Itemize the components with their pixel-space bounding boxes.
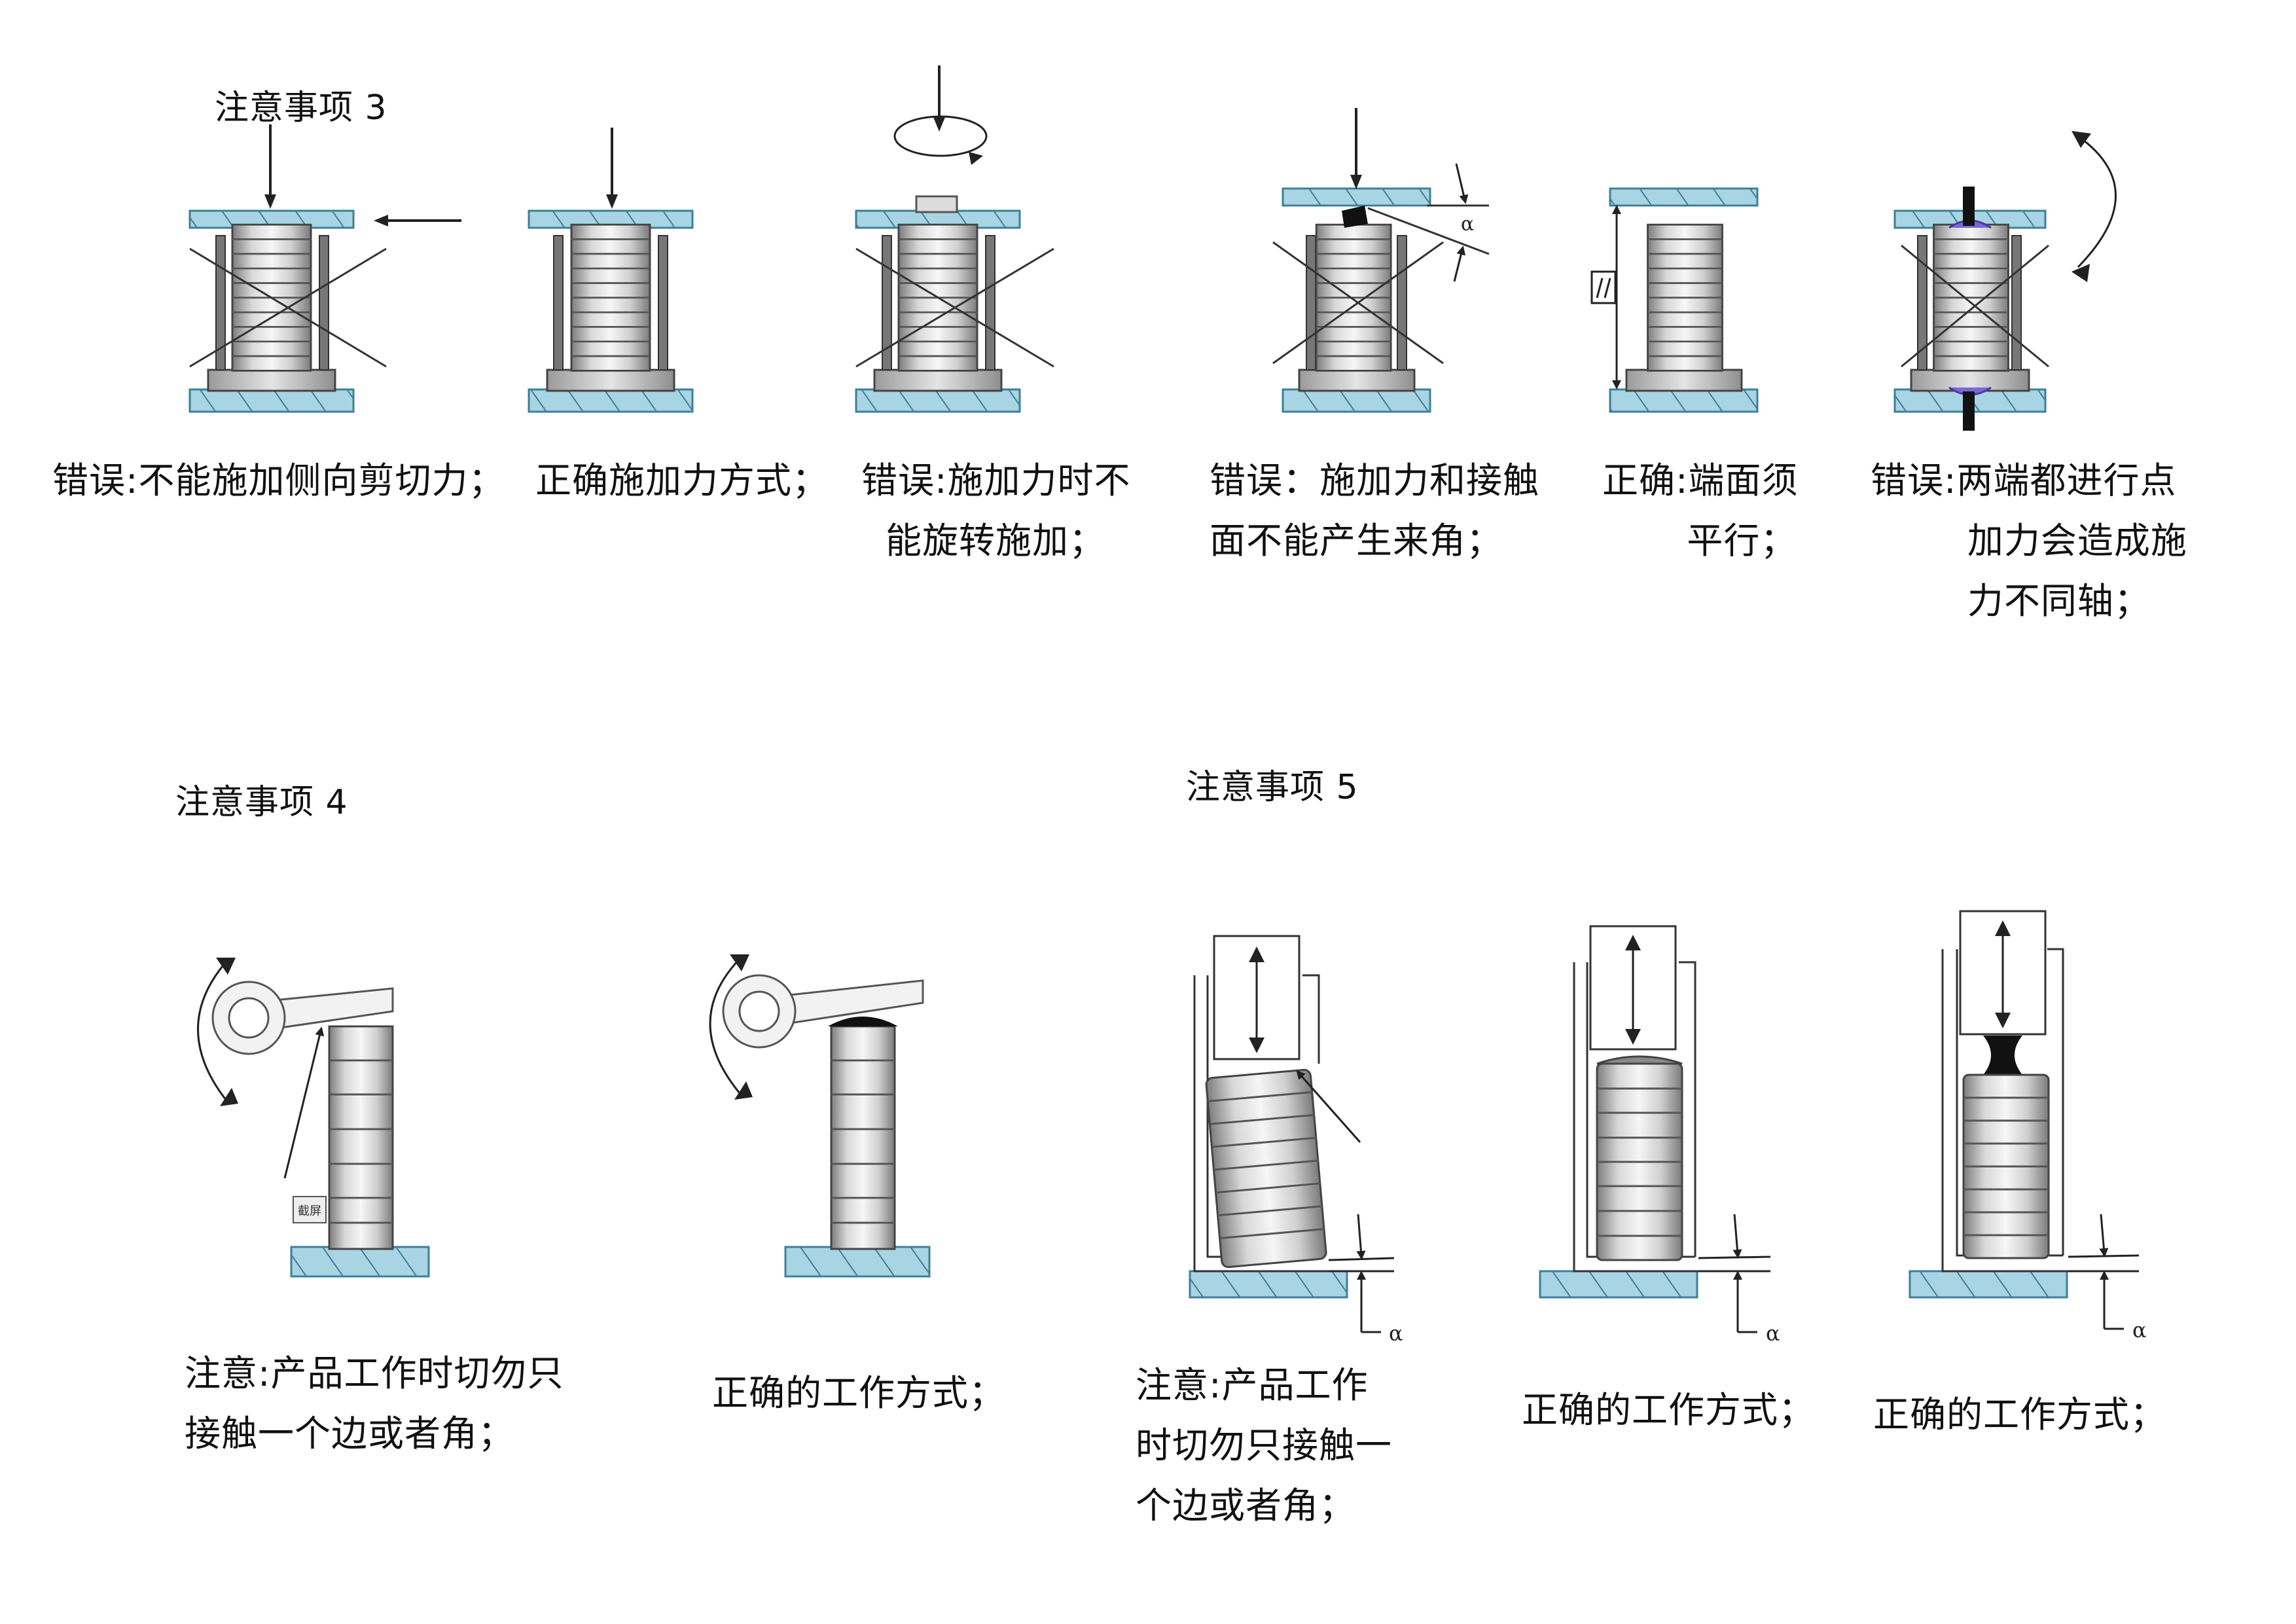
s3-caption-3: 错误:施加力时不 能旋转施加； [861,460,1131,562]
s5-caption-2: 正确的工作方式； [1522,1389,1816,1431]
fig-s5-correct-2: α [1909,910,2147,1343]
s5-alpha-label-2: α [1766,1321,1780,1346]
s3-caption-1: 错误:不能施加侧向剪切力； [52,460,505,501]
fig-s3-angled-contact: α [1272,108,1490,413]
fig-s4-edge-contact: 截屏 [197,958,430,1278]
fig-s5-tilted: α [1189,935,1403,1346]
s3-caption-5: 正确:端面须 平行； [1602,460,1799,562]
fig-s3-parallel-ends [1590,187,1759,413]
s3-caption-6: 错误:两端都进行点 加力会造成施 力不同轴； [1871,460,2187,622]
s5-alpha-label-1: α [1389,1321,1403,1346]
s4-tag-label: 截屏 [298,1204,321,1218]
fig-s3-correct [528,128,694,413]
fig-s3-lateral-shear [188,124,461,413]
fig-s5-correct-1: α [1539,925,1780,1346]
s4-caption-2: 正确的工作方式； [712,1372,1006,1414]
s3-caption-4: 错误：施加力和接触 面不能产生来角； [1210,460,1540,562]
s3-caption-2: 正确施加力方式； [535,460,829,501]
fig-s3-point-load-both-ends [1893,131,2117,431]
fig-s4-correct [709,954,931,1278]
s4-caption-1: 注意:产品工作时切勿只 接触一个边或者角； [185,1352,564,1454]
s5-alpha-label-3: α [2132,1318,2147,1343]
s5-caption-1: 注意:产品工作 时切勿只接触一 个边或者角； [1136,1364,1393,1526]
fig-s3-rotating [855,65,1054,413]
section3-title: 注意事项 3 [215,88,387,128]
section4-title: 注意事项 4 [175,783,348,822]
s5-caption-3: 正确的工作方式； [1873,1394,2167,1435]
s3-alpha-label-1: α [1461,213,1474,236]
section5-title: 注意事项 5 [1186,768,1359,807]
